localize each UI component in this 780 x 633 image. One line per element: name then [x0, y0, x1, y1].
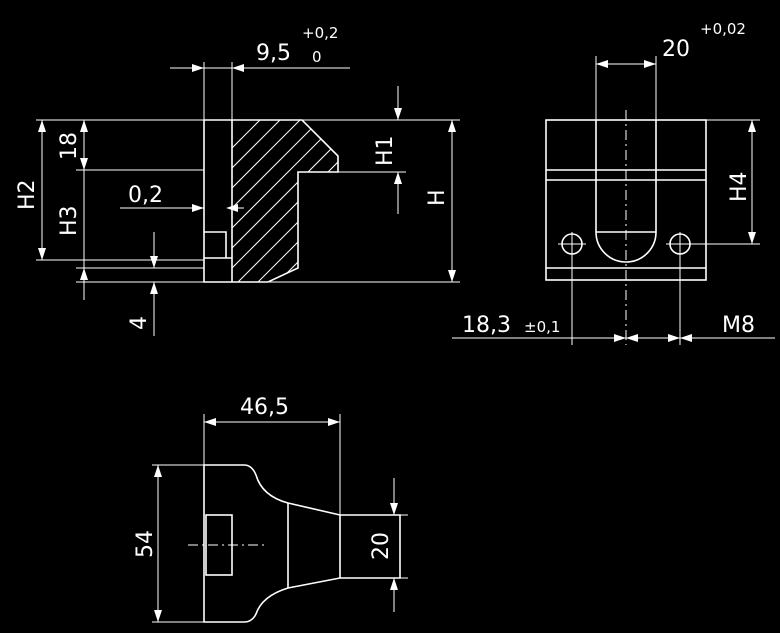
- dim-h2: H2: [15, 179, 40, 210]
- dim-tol-0: 0: [312, 48, 322, 66]
- dim-54: 54: [133, 530, 158, 558]
- dim-h1: H1: [373, 135, 398, 166]
- dim-4: 4: [127, 316, 152, 330]
- side-view-step: [204, 231, 227, 258]
- dim-9-5: 9,5: [256, 41, 291, 66]
- dim-tol-plus-0-2: +0,2: [302, 24, 338, 42]
- front-view: 20 +0,02 H4 18,3 ±0,1 M8: [452, 20, 775, 345]
- dim-46-5: 46,5: [240, 395, 289, 420]
- dim-20-bottom: 20: [369, 532, 394, 560]
- section-hatching: [232, 120, 338, 282]
- dim-tol-pm-0-1: ±0,1: [524, 318, 560, 336]
- dim-m8: M8: [722, 313, 755, 338]
- dim-h3: H3: [57, 205, 82, 236]
- dim-h4: H4: [727, 171, 752, 202]
- dim-20-top: 20: [662, 37, 690, 62]
- top-view: 46,5 54 20: [133, 395, 408, 623]
- u-slot: [595, 120, 657, 263]
- side-view-outline: [203, 119, 339, 283]
- dim-0-2: 0,2: [128, 183, 163, 208]
- dim-18: 18: [57, 132, 82, 160]
- dim-h: H: [425, 189, 450, 206]
- side-section-view: 9,5 +0,2 0 H2 18 H3 0,2 4: [15, 24, 460, 336]
- dim-tol-plus-0-02: +0,02: [700, 20, 746, 38]
- dim-18-3: 18,3: [462, 313, 511, 338]
